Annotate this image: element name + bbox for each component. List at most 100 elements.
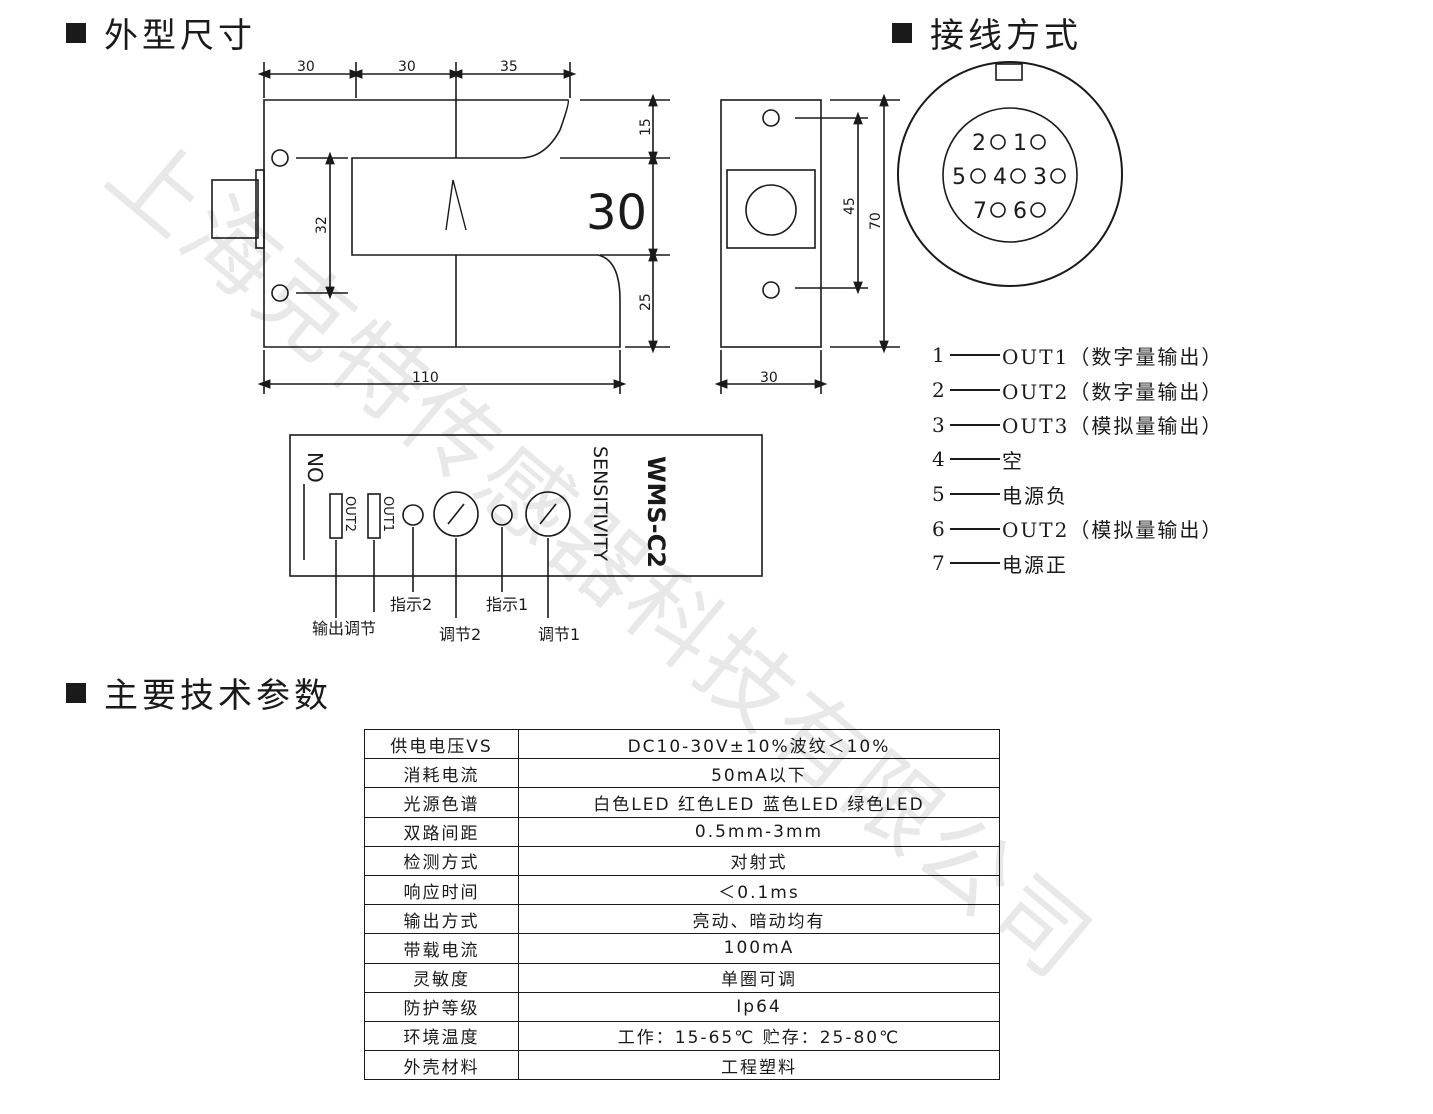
spec-key: 灵敏度: [364, 962, 519, 993]
spec-value: Ip64: [518, 991, 1000, 1022]
dim-top-30a: 30: [297, 59, 315, 75]
spec-value: 单圈可调: [518, 962, 1000, 993]
sensor-body-outline: [263, 99, 621, 348]
wiring-line: [950, 354, 1000, 357]
spec-row: 响应时间＜0.1ms: [364, 874, 1000, 906]
adjust1-knob: [525, 491, 571, 537]
wiring-pin-number: 3: [932, 412, 947, 437]
side-hole-top: [762, 109, 780, 127]
dim-top-35: 35: [500, 59, 518, 75]
mount-hole-top: [271, 149, 289, 167]
wiring-pin-number: 1: [932, 343, 947, 368]
spec-row: 检测方式对射式: [364, 845, 1000, 876]
dim-side-70: 70: [868, 212, 884, 230]
adjust2-knob: [433, 491, 479, 537]
spec-value: 白色LED 红色LED 蓝色LED 绿色LED: [518, 787, 1000, 818]
wiring-row: 7 电源正: [932, 546, 1223, 581]
wiring-label: OUT3（模拟量输出）: [1002, 414, 1224, 439]
callout-output-adjust: 输出调节: [312, 619, 376, 638]
callout-indicator1: 指示1: [486, 595, 528, 614]
dim-slot-32: 32: [314, 216, 330, 234]
spec-value: 对射式: [518, 845, 1000, 876]
spec-key: 防护等级: [364, 991, 519, 1022]
spec-row: 环境温度工作：15-65℃ 贮存：25-80℃: [364, 1020, 1000, 1052]
pin-label: 3: [1033, 165, 1047, 190]
gap-label-30: 30: [586, 185, 647, 241]
wiring-label: OUT1（数字量输出）: [1002, 344, 1224, 369]
wiring-label: 电源正: [1002, 552, 1068, 577]
spec-key: 检测方式: [364, 845, 519, 876]
dim-side-45: 45: [842, 197, 858, 215]
pin-label: 6: [1013, 199, 1027, 224]
spec-row: 输出方式亮动、暗动均有: [364, 904, 1000, 935]
heading-specs-text: 主要技术参数: [104, 676, 332, 716]
spec-key: 输出方式: [364, 904, 519, 935]
wiring-row: 1 OUT1（数字量输出）: [932, 338, 1223, 373]
indicator1-led: [491, 504, 513, 526]
wiring-pin-number: 4: [932, 447, 947, 472]
spec-key: 供电电压VS: [364, 728, 519, 760]
spec-key: 响应时间: [364, 874, 519, 906]
spec-row: 外壳材料工程塑料: [364, 1050, 1000, 1081]
callout-adjust1: 调节1: [538, 625, 580, 644]
wiring-label: 空: [1002, 448, 1024, 473]
control-panel-outline: [289, 434, 763, 577]
out1-switch: [367, 493, 381, 539]
wiring-row: 6 OUT2（模拟量输出）: [932, 511, 1223, 546]
spec-key: 带载电流: [364, 933, 519, 964]
wiring-row: 2 OUT2（数字量输出）: [932, 373, 1223, 408]
pin-label: 1: [1013, 131, 1027, 156]
spec-value: 工程塑料: [518, 1050, 1000, 1081]
side-view-outline: [720, 99, 822, 348]
wiring-line: [950, 493, 1000, 496]
spec-value: 工作：15-65℃ 贮存：25-80℃: [518, 1020, 1000, 1052]
pin-label: 2: [972, 131, 986, 156]
wiring-pin-number: 5: [932, 482, 947, 507]
heading-dimensions: 外型尺寸: [66, 8, 256, 57]
heading-specs: 主要技术参数: [66, 668, 332, 717]
wiring-pin-number: 2: [932, 378, 947, 403]
wiring-pin-number: 7: [932, 551, 947, 576]
mount-hole-bottom: [271, 284, 289, 302]
wiring-pin-number: 6: [932, 516, 947, 541]
square-bullet-icon: [66, 682, 86, 703]
panel-model-label: WMS-C2: [642, 456, 670, 568]
spec-row: 灵敏度单圈可调: [364, 962, 1000, 993]
wiring-line: [950, 562, 1000, 565]
wiring-row: 5 电源负: [932, 477, 1223, 512]
pin-label: 4: [993, 165, 1007, 190]
spec-value: DC10-30V±10%波纹＜10%: [518, 728, 1000, 760]
spec-key: 双路间距: [364, 816, 519, 847]
dim-bottom-110: 110: [412, 370, 439, 386]
spec-key: 外壳材料: [364, 1050, 519, 1081]
spec-value: 50mA以下: [518, 758, 1000, 789]
dim-top-30b: 30: [398, 59, 416, 75]
wiring-label: 电源负: [1002, 483, 1068, 508]
panel-sensitivity-label: SENSITIVITY: [589, 446, 611, 561]
side-view-connector: [726, 169, 816, 249]
indicator2-led: [402, 504, 424, 526]
spec-value: ＜0.1ms: [518, 874, 1000, 906]
panel-no-label: NO: [303, 452, 327, 483]
callout-indicator2: 指示2: [390, 595, 432, 614]
pin-label: 5: [952, 165, 966, 190]
connector-face-outer: [897, 61, 1123, 287]
wiring-label: OUT2（数字量输出）: [1002, 379, 1224, 404]
spec-key: 环境温度: [364, 1020, 519, 1052]
dim-right-15: 15: [638, 118, 654, 136]
spec-value: 100mA: [518, 933, 1000, 964]
connector-stub: [211, 179, 259, 239]
out2-switch: [329, 493, 343, 539]
spec-value: 亮动、暗动均有: [518, 904, 1000, 935]
callout-adjust2: 调节2: [439, 625, 481, 644]
wiring-label: OUT2（模拟量输出）: [1002, 518, 1224, 543]
spec-row: 光源色谱白色LED 红色LED 蓝色LED 绿色LED: [364, 787, 1000, 818]
wiring-legend: 1 OUT1（数字量输出） 2 OUT2（数字量输出） 3 OUT3（模拟量输出） 4 空 5 电…: [932, 338, 1223, 581]
